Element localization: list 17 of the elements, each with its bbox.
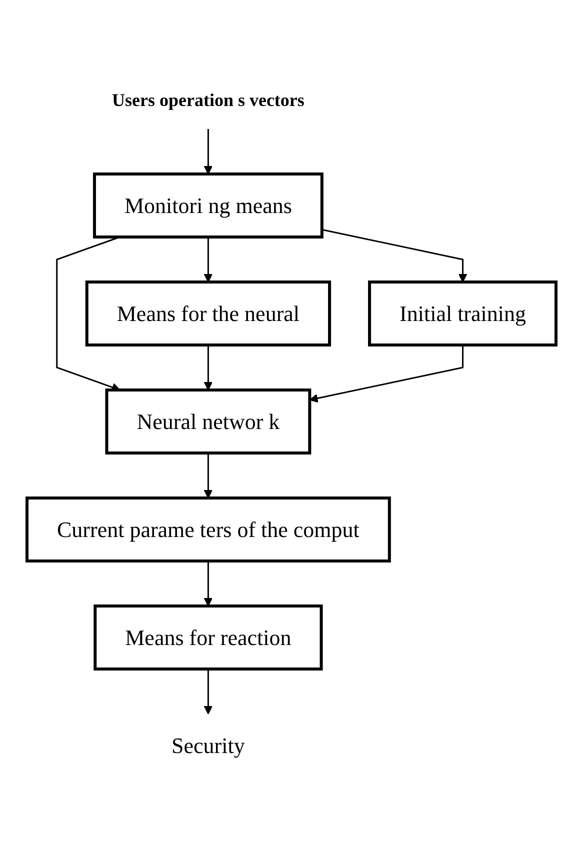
arrow [203, 560, 212, 606]
arrow [203, 344, 212, 390]
node-text: Security [171, 732, 244, 758]
arrow [203, 128, 212, 174]
node-box: Current parame ters of the comput [25, 496, 390, 562]
arrow [203, 668, 212, 714]
node-text: Users operation s vectors [111, 90, 304, 110]
arrow [308, 344, 464, 402]
arrow [321, 228, 467, 282]
arrow [203, 452, 212, 498]
node-box: Means for reaction [93, 604, 322, 670]
node-box: Monitori ng means [92, 172, 323, 238]
node-box: Initial training [368, 280, 557, 346]
arrow [203, 236, 212, 282]
node-box: Means for the neural [84, 280, 331, 346]
node-box: Neural networ k [104, 388, 311, 454]
arrow [56, 236, 120, 391]
